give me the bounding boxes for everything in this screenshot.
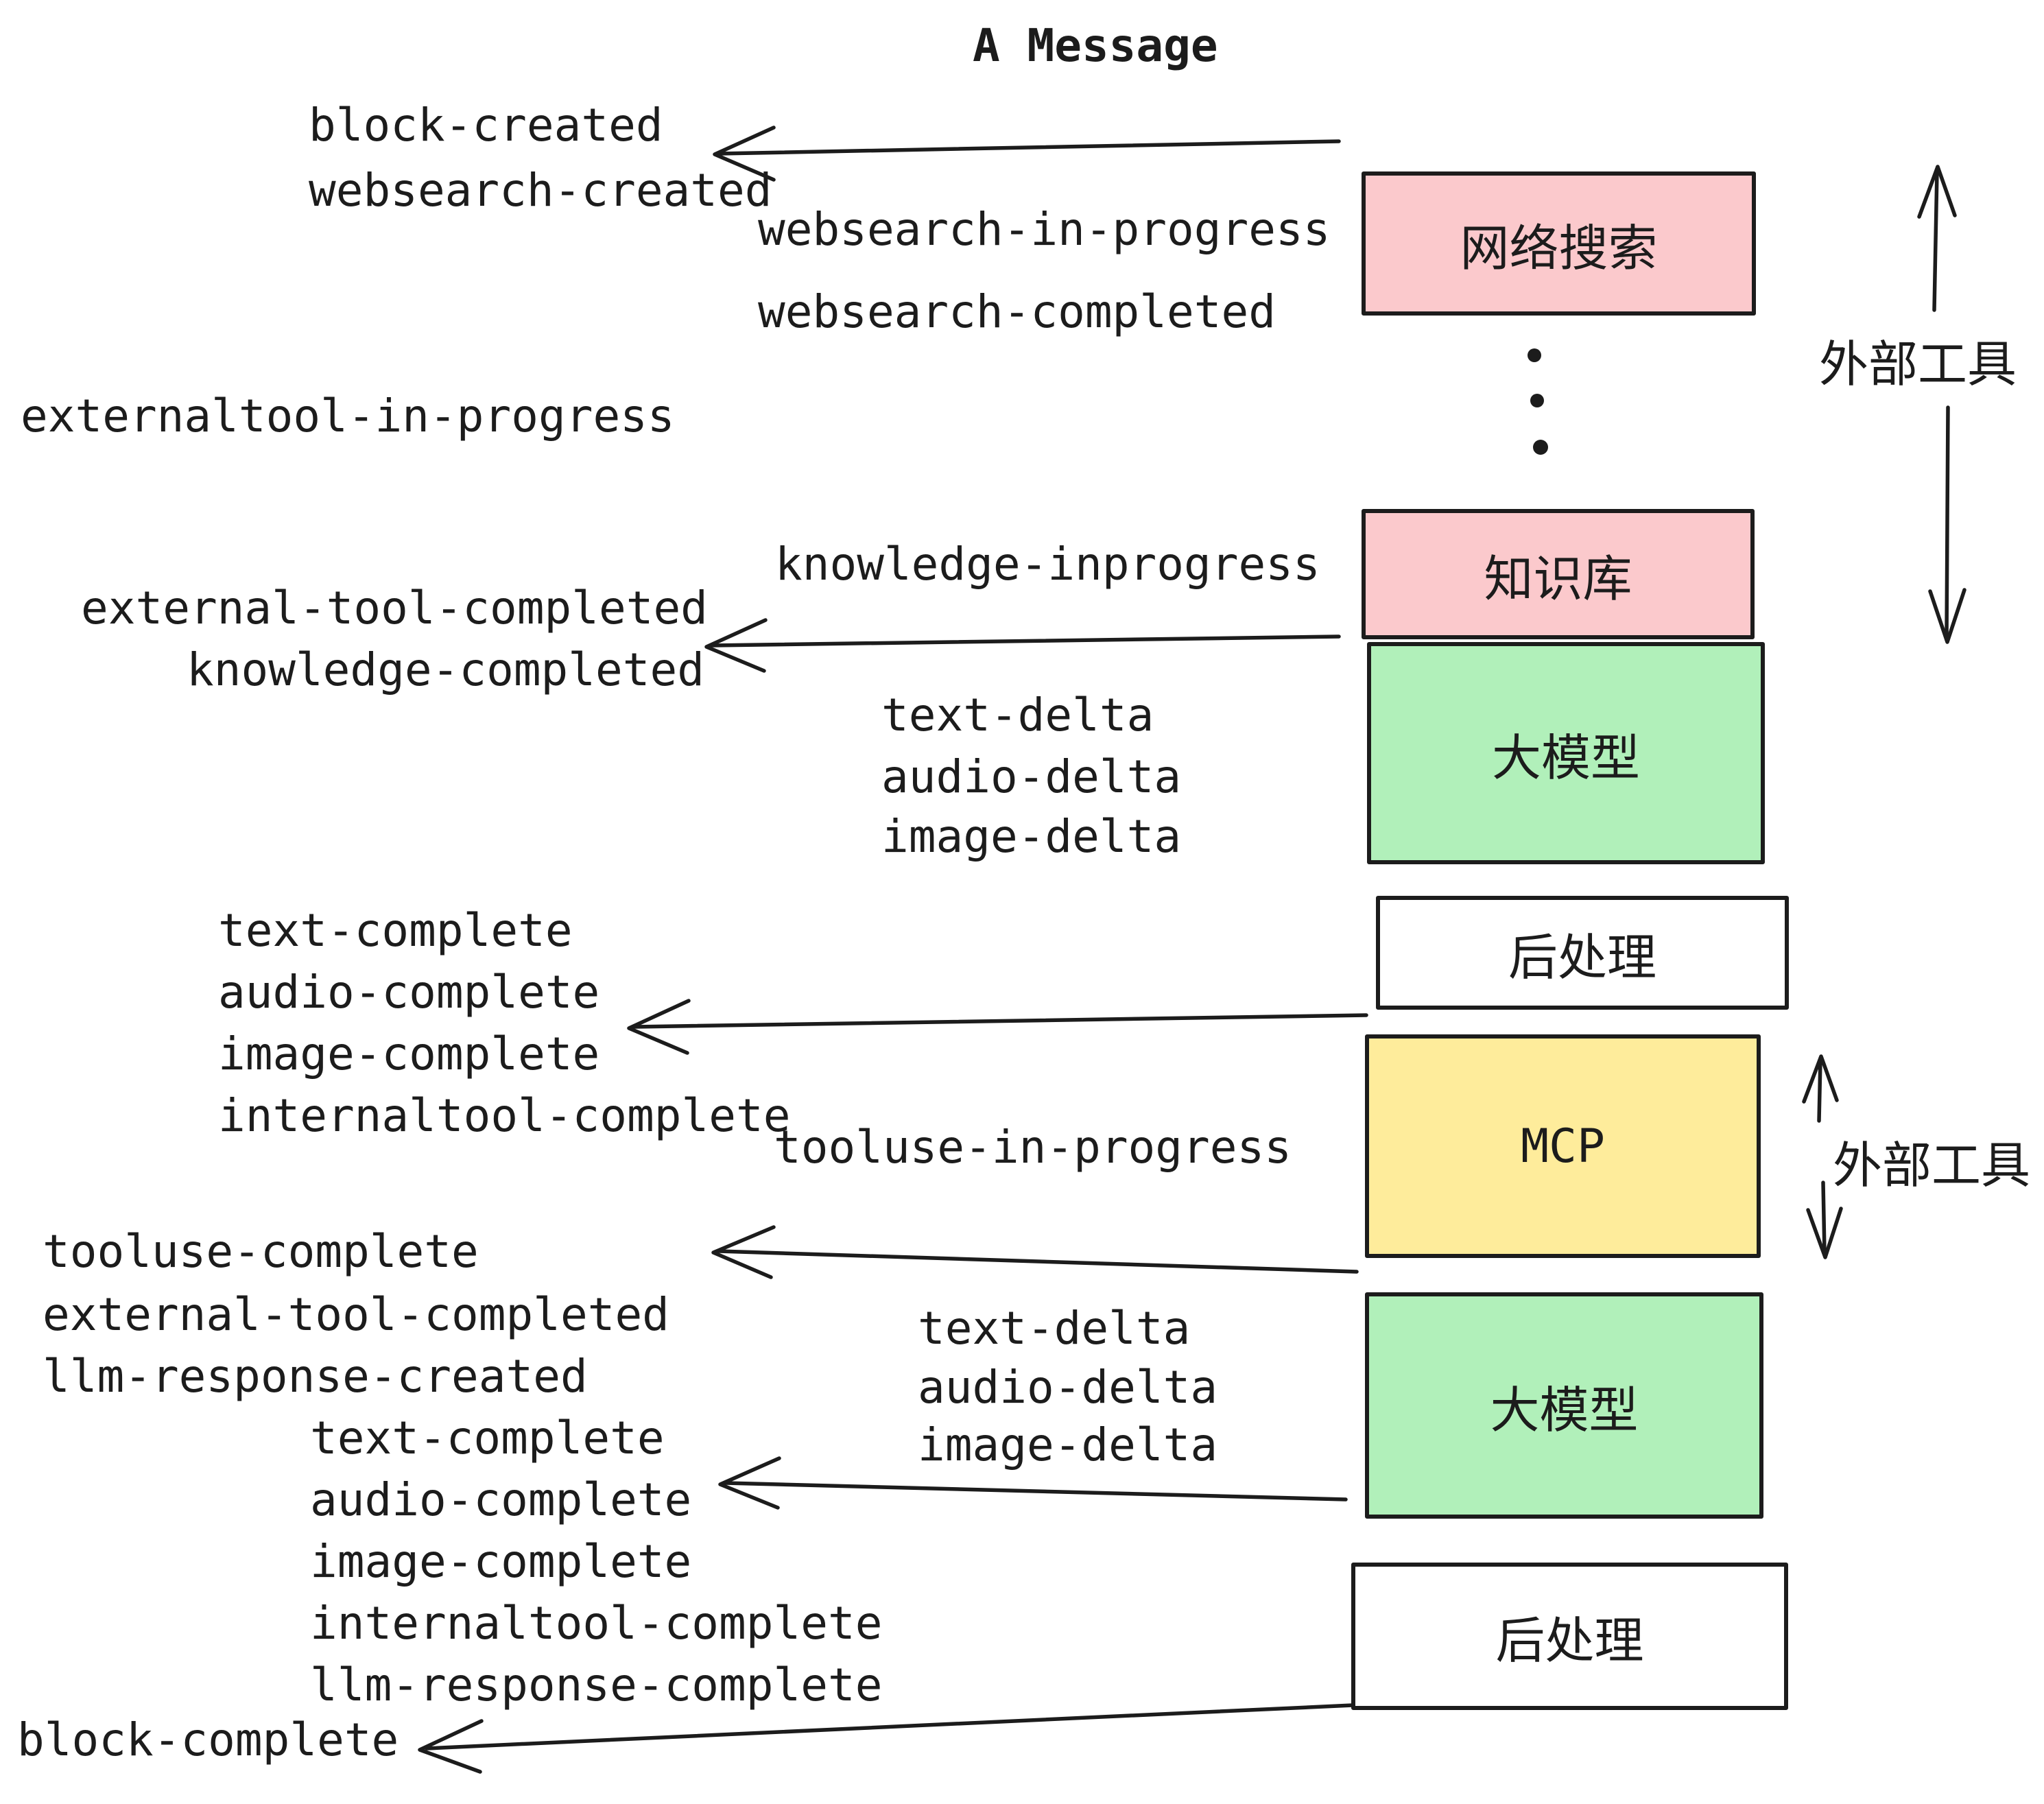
arrow-tooluse-complete [711, 1225, 1359, 1279]
event-label-knowledge-completed: knowledge-completed [187, 643, 704, 696]
arrow-image-complete [627, 999, 1368, 1055]
event-label-websearch-created: websearch-created [309, 164, 772, 217]
box-llm-2: 大模型 [1365, 1292, 1763, 1519]
event-label-text-complete: text-complete [218, 904, 573, 957]
event-label-audio-complete-2: audio-complete [310, 1473, 692, 1526]
arrow-down-external-tools-top [1928, 405, 1966, 644]
box-postprocess-2: 后处理 [1351, 1563, 1788, 1710]
event-label-text-complete-2: text-complete [310, 1412, 665, 1464]
event-label-external-tool-completed-2: external-tool-completed [43, 1288, 669, 1341]
event-label-image-complete: image-complete [218, 1028, 600, 1080]
event-label-tooluse-complete: tooluse-complete [43, 1225, 479, 1278]
event-label-internaltool-complete-2: internaltool-complete [310, 1597, 883, 1650]
event-label-block-created: block-created [309, 99, 663, 152]
event-label-audio-delta-2: audio-delta [918, 1361, 1218, 1414]
event-label-knowledge-inprogress: knowledge-inprogress [775, 538, 1320, 591]
external-tools-label-mcp: 外部工具 [1833, 1137, 2031, 1194]
event-label-audio-complete: audio-complete [218, 966, 600, 1019]
event-label-text-delta-2: text-delta [918, 1302, 1191, 1355]
event-label-tooluse-in-progress: tooluse-in-progress [774, 1121, 1292, 1174]
box-websearch: 网络搜索 [1362, 171, 1756, 316]
event-label-llm-response-complete: llm-response-complete [310, 1659, 883, 1711]
event-label-websearch-in-progress: websearch-in-progress [758, 203, 1331, 256]
ellipsis-dots [1528, 348, 1548, 455]
event-label-audio-delta: audio-delta [881, 750, 1182, 803]
box-llm-1: 大模型 [1367, 642, 1765, 864]
diagram-title: A Message [973, 19, 1218, 72]
box-mcp: MCP [1365, 1034, 1761, 1258]
event-label-externaltool-in-progress: externaltool-in-progress [21, 390, 675, 442]
event-label-image-delta: image-delta [881, 810, 1182, 863]
event-label-websearch-completed: websearch-completed [758, 285, 1276, 338]
box-knowledge-base: 知识库 [1362, 509, 1755, 639]
event-label-llm-response-created: llm-response-created [43, 1350, 588, 1403]
event-label-block-complete: block-complete [17, 1713, 399, 1766]
arrow-websearch-created [713, 126, 1341, 182]
arrow-block-complete [418, 1703, 1355, 1774]
event-label-external-tool-completed: external-tool-completed [81, 582, 708, 634]
box-postprocess-1: 后处理 [1376, 896, 1789, 1010]
arrow-knowledge-completed [704, 618, 1341, 673]
event-label-image-delta-2: image-delta [918, 1419, 1218, 1471]
arrow-up-external-tools-top [1917, 165, 1957, 312]
event-label-text-delta: text-delta [881, 689, 1154, 741]
external-tools-label-top: 外部工具 [1819, 335, 2017, 393]
arrow-up-external-tools-mcp [1802, 1054, 1839, 1123]
event-label-internaltool-complete: internaltool-complete [218, 1089, 791, 1142]
event-label-image-complete-2: image-complete [310, 1535, 692, 1588]
